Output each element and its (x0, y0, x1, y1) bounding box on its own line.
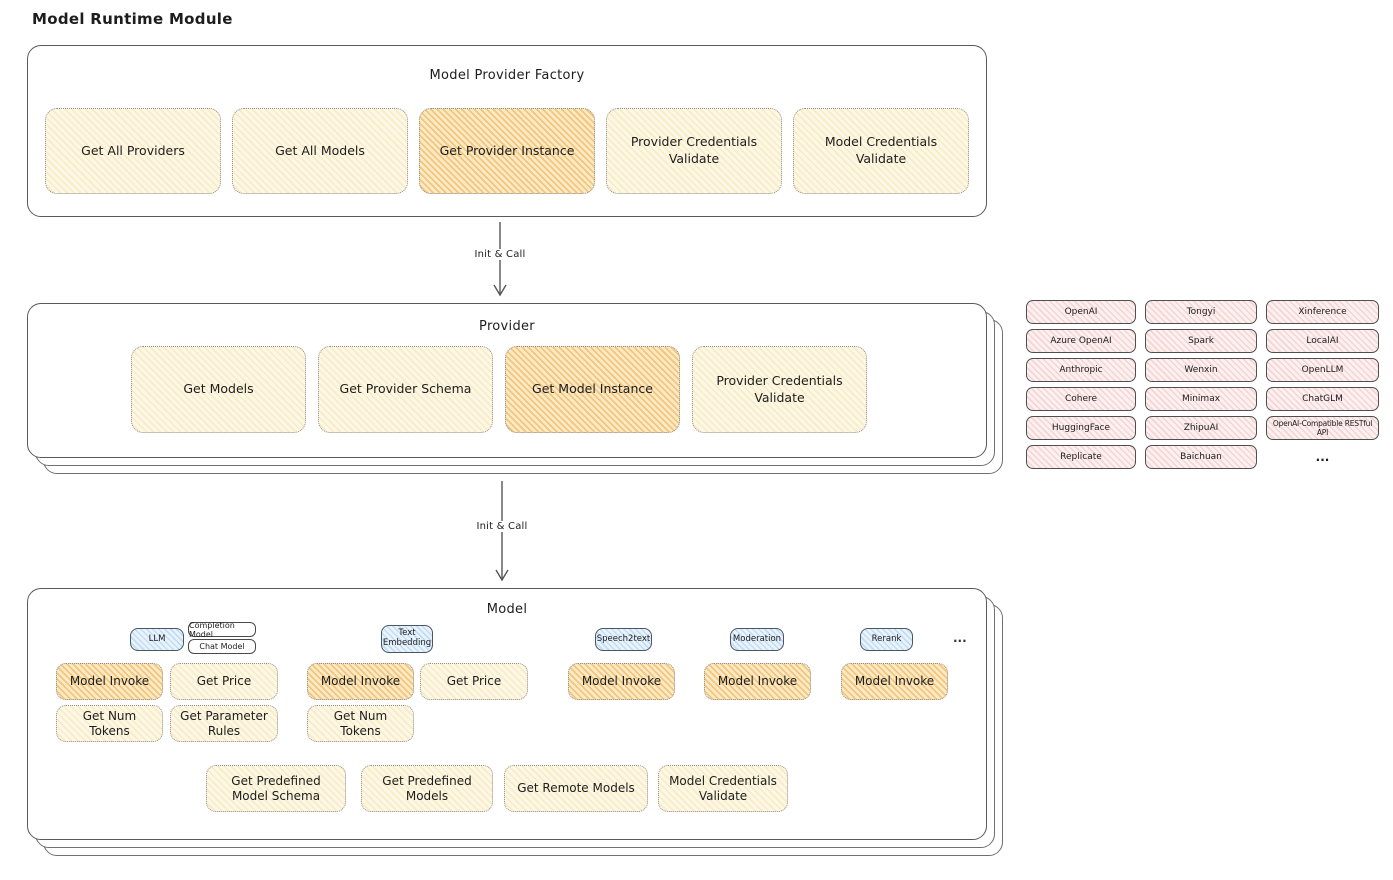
tab-chat-model: Chat Model (188, 639, 256, 654)
node-speech2text-model-invoke: Model Invoke (568, 663, 675, 700)
node-moderation-model-invoke: Model Invoke (704, 663, 811, 700)
node-get-provider-schema: Get Provider Schema (318, 346, 493, 433)
node-get-predefined-model-schema: Get Predefined Model Schema (206, 765, 346, 812)
provider-title: Provider (479, 319, 535, 334)
model-box: Model LLM Completion Model Chat Model Te… (27, 588, 987, 840)
provider-item: Tongyi (1145, 300, 1257, 324)
node-llm-model-invoke: Model Invoke (56, 663, 163, 700)
provider-list-more: ... (1315, 450, 1330, 464)
provider-list: OpenAI Tongyi Xinference Azure OpenAI Sp… (1026, 300, 1379, 469)
node-rerank-model-invoke: Model Invoke (841, 663, 948, 700)
factory-box: Model Provider Factory Get All Providers… (27, 45, 987, 217)
provider-item: Baichuan (1145, 445, 1257, 469)
node-get-remote-models: Get Remote Models (504, 765, 648, 812)
node-llm-get-price: Get Price (170, 663, 278, 700)
tab-completion-model: Completion Model (188, 621, 256, 639)
tab-llm: LLM (130, 628, 184, 651)
arrow-label-init-call-1: Init & Call (470, 249, 530, 260)
model-title: Model (486, 602, 528, 617)
provider-item: Wenxin (1145, 358, 1257, 382)
tab-speech2text: Speech2text (595, 628, 652, 651)
tabs-more: ... (953, 631, 967, 645)
node-get-models: Get Models (131, 346, 306, 433)
node-get-model-instance: Get Model Instance (505, 346, 680, 433)
provider-item: OpenLLM (1266, 358, 1379, 382)
node-llm-get-num-tokens: Get Num Tokens (56, 705, 163, 742)
node-get-all-providers: Get All Providers (45, 108, 221, 194)
factory-buttons-row: Get All Providers Get All Models Get Pro… (45, 108, 969, 194)
node-get-predefined-models: Get Predefined Models (361, 765, 493, 812)
node-embedding-model-invoke: Model Invoke (307, 663, 414, 700)
arrow-label-init-call-2: Init & Call (472, 521, 532, 532)
node-model-credentials-validate: Model Credentials Validate (793, 108, 969, 194)
provider-item: HuggingFace (1026, 416, 1136, 440)
provider-item: Xinference (1266, 300, 1379, 324)
tab-text-embedding: Text Embedding (381, 625, 433, 653)
factory-title: Model Provider Factory (429, 68, 585, 83)
provider-item: Cohere (1026, 387, 1136, 411)
tab-moderation: Moderation (730, 628, 784, 651)
provider-item: LocalAI (1266, 329, 1379, 353)
node-get-provider-instance: Get Provider Instance (419, 108, 595, 194)
provider-item: ZhipuAI (1145, 416, 1257, 440)
diagram-title: Model Runtime Module (32, 10, 233, 28)
down-arrow-provider-to-model (495, 481, 509, 582)
node-embedding-get-num-tokens: Get Num Tokens (307, 705, 414, 742)
node-provider-credentials-validate: Provider Credentials Validate (606, 108, 782, 194)
provider-item: Azure OpenAI (1026, 329, 1136, 353)
node-embedding-get-price: Get Price (420, 663, 528, 700)
tab-rerank: Rerank (860, 628, 913, 651)
provider-item: Replicate (1026, 445, 1136, 469)
provider-item: OpenAI-Compatible RESTful API (1266, 416, 1379, 440)
node-provider-credentials-validate-2: Provider Credentials Validate (692, 346, 867, 433)
provider-item: ChatGLM (1266, 387, 1379, 411)
provider-item: OpenAI (1026, 300, 1136, 324)
provider-buttons-row: Get Models Get Provider Schema Get Model… (131, 346, 867, 433)
provider-item: Spark (1145, 329, 1257, 353)
provider-item: Minimax (1145, 387, 1257, 411)
node-llm-get-parameter-rules: Get Parameter Rules (170, 705, 278, 742)
down-arrow-factory-to-provider (493, 222, 507, 297)
node-get-all-models: Get All Models (232, 108, 408, 194)
provider-box: Provider Get Models Get Provider Schema … (27, 303, 987, 458)
provider-item: Anthropic (1026, 358, 1136, 382)
node-model-credentials-validate-2: Model Credentials Validate (658, 765, 788, 812)
